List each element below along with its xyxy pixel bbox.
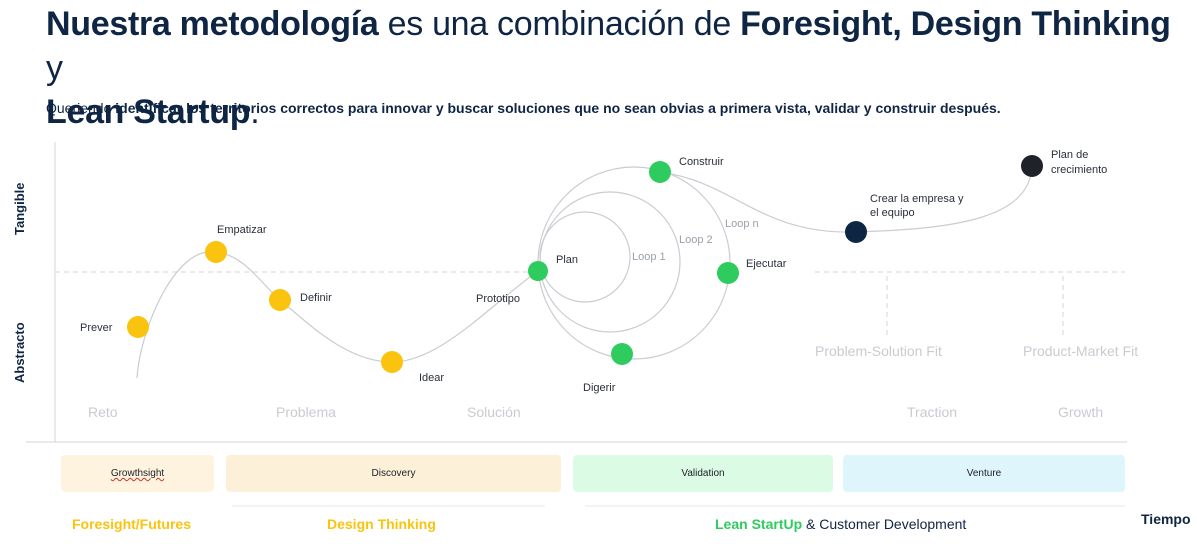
label-idear: Idear bbox=[419, 372, 444, 384]
loop-1-circle bbox=[539, 211, 631, 303]
phase-discovery-label: Discovery bbox=[371, 468, 416, 479]
stage-traction: Traction bbox=[907, 404, 957, 420]
stage-solucion: Solución bbox=[467, 404, 521, 420]
point-plan bbox=[528, 261, 548, 281]
phase-venture: Venture bbox=[843, 455, 1125, 492]
framework-lean-startup: Lean StartUp bbox=[715, 516, 803, 532]
loop-1-label: Loop 1 bbox=[632, 251, 666, 263]
stage-reto: Reto bbox=[88, 404, 118, 420]
label-prever: Prever bbox=[80, 322, 113, 334]
point-idear bbox=[381, 351, 403, 373]
label-definir: Definir bbox=[300, 292, 332, 304]
page-title: Nuestra metodología es una combinación d… bbox=[46, 5, 1171, 131]
axis-abstracto: Abstracto bbox=[12, 322, 27, 383]
point-ejecutar bbox=[717, 262, 739, 284]
axis-tiempo: Tiempo bbox=[1141, 511, 1191, 527]
framework-customer-development: & Customer Development bbox=[802, 516, 967, 532]
axis-tangible: Tangible bbox=[12, 183, 27, 235]
stage-growth: Growth bbox=[1058, 404, 1103, 420]
framework-lean: Lean StartUp & Customer Development bbox=[715, 516, 966, 532]
phase-growthsight: Growthsight bbox=[61, 455, 214, 492]
label-ejecutar: Ejecutar bbox=[746, 258, 787, 270]
framework-foresight: Foresight/Futures bbox=[72, 516, 192, 532]
point-definir bbox=[269, 289, 291, 311]
venture-curve bbox=[659, 165, 1033, 233]
process-curve bbox=[136, 251, 539, 379]
phase-growthsight-label: Growthsight bbox=[110, 468, 165, 479]
point-construir bbox=[649, 161, 671, 183]
fit-problem-solution: Problem-Solution Fit bbox=[815, 343, 942, 359]
label-crear-empresa-2: el equipo bbox=[870, 207, 915, 219]
label-plan: Plan bbox=[556, 254, 578, 266]
label-plan-crecimiento-1: Plan de bbox=[1051, 149, 1088, 161]
label-empatizar: Empatizar bbox=[217, 224, 267, 236]
point-prever bbox=[127, 316, 149, 338]
page-subtitle: Queriendo identificar los territorios co… bbox=[46, 100, 1001, 116]
phase-validation: Validation bbox=[573, 455, 833, 492]
point-empatizar bbox=[205, 241, 227, 263]
fit-product-market: Product-Market Fit bbox=[1023, 343, 1138, 359]
label-plan-crecimiento-2: crecimiento bbox=[1051, 164, 1107, 176]
phase-validation-label: Validation bbox=[681, 468, 725, 479]
point-crear-empresa bbox=[845, 221, 867, 243]
point-plan-crecimiento bbox=[1021, 155, 1043, 177]
label-digerir: Digerir bbox=[583, 382, 616, 394]
point-digerir bbox=[611, 343, 633, 365]
label-prototipo: Prototipo bbox=[476, 293, 520, 305]
phase-discovery: Discovery bbox=[226, 455, 561, 492]
phase-venture-label: Venture bbox=[966, 468, 1002, 479]
stage-problema: Problema bbox=[276, 404, 336, 420]
framework-design-thinking: Design Thinking bbox=[327, 516, 436, 532]
label-crear-empresa-1: Crear la empresa y bbox=[870, 193, 964, 205]
label-construir: Construir bbox=[679, 156, 724, 168]
loop-2-label: Loop 2 bbox=[679, 234, 713, 246]
loop-n-label: Loop n bbox=[725, 218, 759, 230]
